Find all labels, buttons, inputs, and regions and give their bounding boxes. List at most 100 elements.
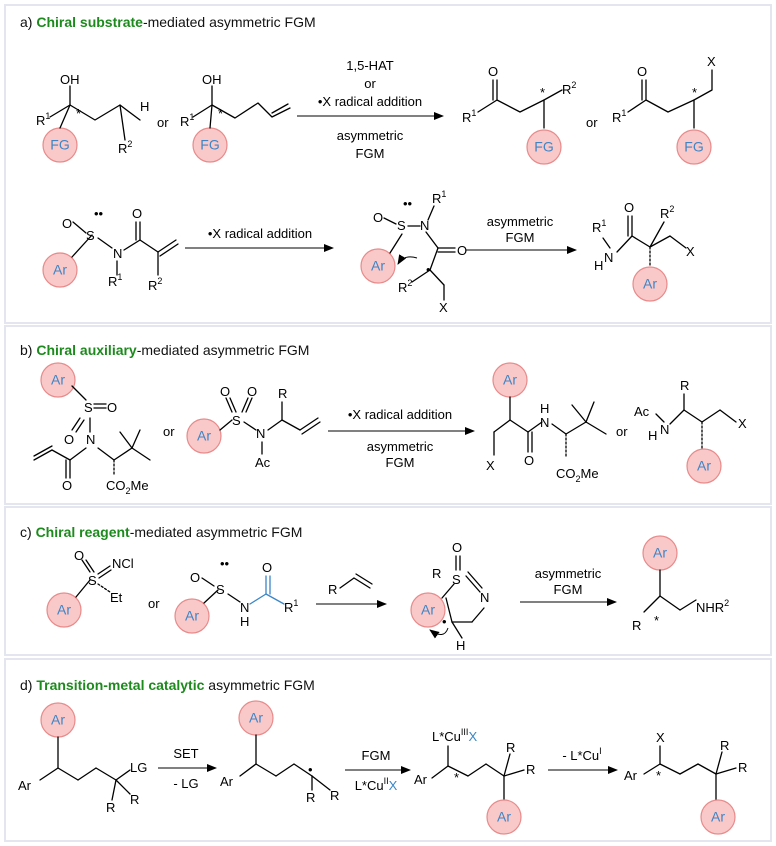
r1-label: R1 [612,108,626,125]
r-label: R [632,618,641,633]
ar-label: Ar [503,372,517,388]
arrow-a3-label: asymmetric [487,214,554,229]
o-label: O [64,432,74,447]
stereo-star: * [218,106,223,121]
h-label: H [240,614,249,629]
arrow-d3-label: - L*CuI [562,746,601,763]
h-label: H [594,258,603,273]
n-label: N [540,415,549,430]
co2me-label: CO2Me [106,478,149,496]
oh-label: OH [202,72,222,87]
x-label: X [439,300,448,315]
o-label: O [373,210,383,225]
arrow-a1-label: •X radical addition [318,94,422,109]
x-label: X [486,458,495,473]
o-label: O [220,384,230,399]
o-label: O [132,206,142,221]
n-label: N [113,246,122,261]
x-label: X [686,244,695,259]
arrow-b1-label: FGM [386,455,415,470]
r-label: R [328,582,337,597]
arrow-d1-label: - LG [173,776,198,791]
ar-label: Ar [197,428,211,444]
ar-text: Ar [18,778,32,793]
ar-label: Ar [185,608,199,624]
r-label: R [432,566,441,581]
ar-text: Ar [414,772,428,787]
r-label: R [330,788,339,803]
o-label: O [457,243,467,258]
arrow-d2-label: L*CuIIX [355,776,398,793]
o-label: O [452,540,462,555]
o-label: O [488,64,498,79]
product-a3: R1 N H O R2 X Ar [592,200,695,302]
n-label: N [86,432,95,447]
reagent-c2: Ar S O •• N H O R1 [174,556,298,634]
ar-label: Ar [711,809,725,825]
x-label: X [656,730,665,745]
ar-label: Ar [653,545,667,561]
lone-pair: •• [94,206,104,221]
fg-label: FG [684,139,703,155]
arrow-a1-label: 1,5-HAT [346,58,393,73]
ar-label: Ar [497,809,511,825]
r-label: R [106,800,115,815]
ac-label: Ac [634,404,650,419]
or-text-a2: or [586,115,598,130]
curved-arrow-icon [397,254,418,265]
or-text-b1: or [163,424,175,439]
substrate-a3: Ar S O •• N R1 O R2 [42,206,179,293]
o-label: O [62,216,72,231]
r-label: R [506,740,515,755]
panel-c-title: c) Chiral reagent-mediated asymmetric FG… [20,524,302,540]
radical-dot: • [442,614,447,629]
or-text-c1: or [148,596,160,611]
ar-text: Ar [624,768,638,783]
ar-label: Ar [57,602,71,618]
stereo-star: * [540,85,545,100]
curved-arrow-icon [429,627,449,639]
intermediate-a3: Ar S O •• N R1 O • R2 X [360,189,467,315]
panel-d-title: d) Transition-metal catalytic asymmetric… [20,677,315,693]
r2-label: R2 [398,278,412,295]
x-label: X [707,54,716,69]
product-b1: Ar X O N H CO2Me [486,362,607,484]
n-label: N [256,426,265,441]
o-label: O [524,453,534,468]
ac-label: Ac [255,455,271,470]
stereo-star: * [654,613,659,628]
co2me-label: CO2Me [556,466,599,484]
ncl-label: NCl [112,556,134,571]
r2-label: R2 [118,139,132,156]
o-label: O [262,560,272,575]
ar-label: Ar [249,710,263,726]
o-label: O [637,64,647,79]
arrow-c2-label: FGM [554,582,583,597]
substrate-a1: FG OH * R1 H R2 [36,72,149,163]
r2-label: R2 [562,80,576,97]
stereo-star: * [76,106,81,121]
arrow-a1-label: asymmetric [337,128,404,143]
o-label: O [247,384,257,399]
s-label: S [232,413,241,428]
r1-label: R1 [592,218,606,235]
r-label: R [526,762,535,777]
arrow-d2-label: FGM [362,748,391,763]
ar-text: Ar [220,774,234,789]
r-label: R [720,738,729,753]
s-label: S [88,573,97,588]
r-label: R [306,790,315,805]
radical-dot: • [308,762,313,777]
r2-label: R2 [660,204,674,221]
o-label: O [62,478,72,493]
s-label: S [452,572,461,587]
cu-label: L*CuIIIX [432,727,477,744]
lg-label: LG [130,760,147,775]
or-text-b2: or [616,424,628,439]
s-label: S [84,400,93,415]
panel-b-title: b) Chiral auxiliary-mediated asymmetric … [20,342,309,358]
panel-c [4,506,772,656]
radical-d: Ar Ar • R R [220,700,339,805]
arrow-b1-label: •X radical addition [348,407,452,422]
